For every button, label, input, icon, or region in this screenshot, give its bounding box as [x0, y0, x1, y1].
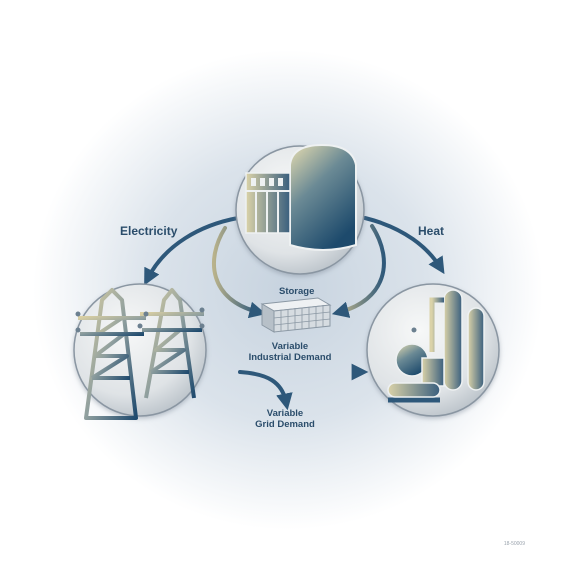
industrial-demand-line2: Industrial Demand [248, 352, 332, 363]
industrial-plant-icon [387, 289, 485, 403]
electricity-arrow [144, 216, 240, 286]
storage-label: Storage [279, 286, 315, 297]
grid-demand-line1: Variable [266, 408, 304, 419]
electricity-label: Electricity [120, 224, 178, 238]
storage-battery-icon [260, 297, 332, 333]
industrial-demand-line1: Variable [271, 341, 309, 352]
grid-demand-line2: Grid Demand [255, 419, 315, 430]
transmission-tower-icon [78, 288, 204, 420]
insulator-dots [75, 307, 205, 333]
heat-label: Heat [418, 224, 445, 238]
heat-arrow [363, 216, 445, 275]
figure-code: 18-50009 [503, 541, 525, 547]
grid-demand-arrow [238, 370, 293, 411]
grid-demand-label: Variable Grid Demand [240, 408, 330, 430]
industrial-demand-label: Variable Industrial Demand [230, 341, 350, 363]
to-storage-left-arrow [212, 226, 267, 319]
nuclear-plant-icon [245, 143, 357, 251]
flow-arrows [144, 216, 445, 411]
to-storage-right-arrow [331, 224, 386, 318]
